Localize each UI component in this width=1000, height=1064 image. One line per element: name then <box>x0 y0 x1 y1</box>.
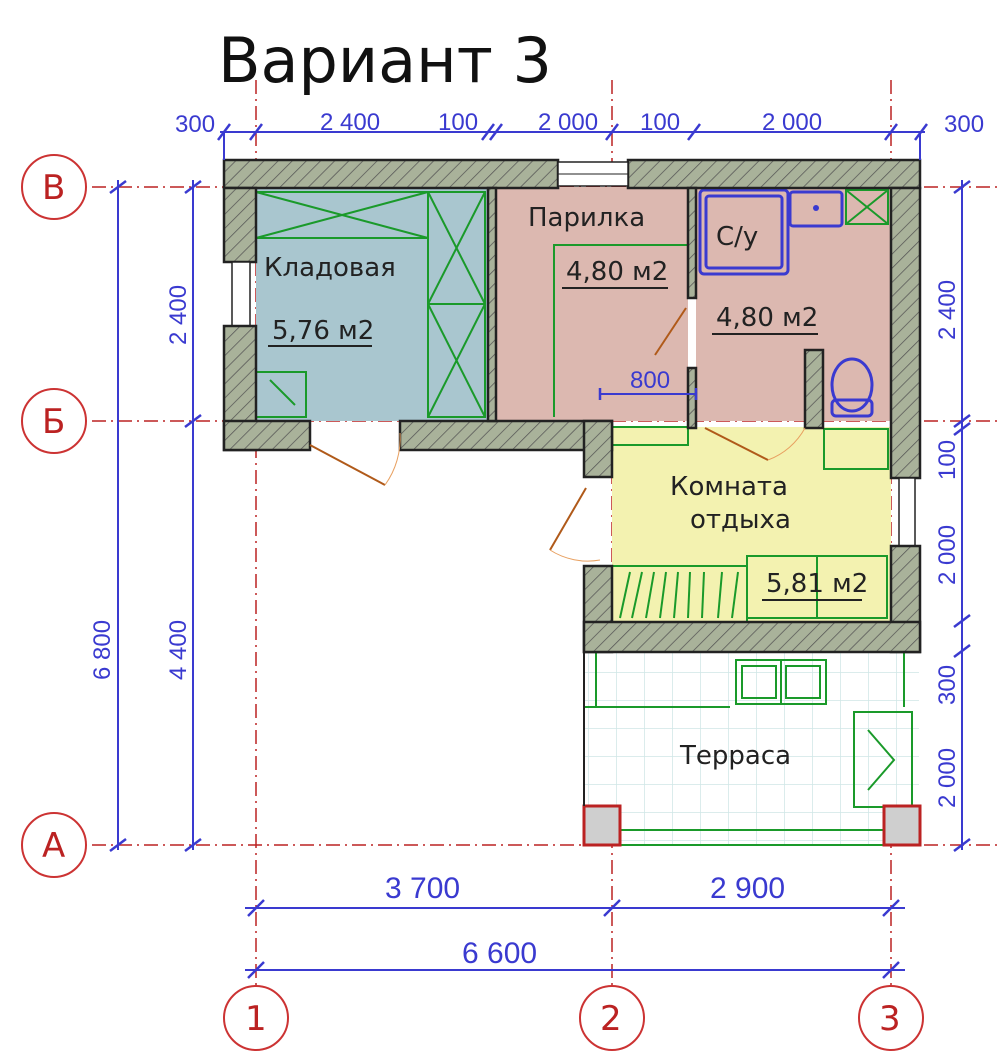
dim-left-upper: 2 400 <box>165 285 192 345</box>
axis-label-v: В <box>42 168 65 208</box>
wc-fixtures <box>698 188 889 418</box>
axis-label-b: Б <box>42 402 65 442</box>
rest-area: 5,81 м2 <box>766 569 868 599</box>
left-dimensions: 6 800 2 400 4 400 <box>89 180 202 852</box>
rest-name-line1: Комната <box>670 472 788 502</box>
dim-top-0: 300 <box>175 111 215 138</box>
axis-marker-v <box>21 154 87 220</box>
dim-left-total: 6 800 <box>89 620 116 680</box>
axis-markers: В Б А 1 2 3 <box>21 154 924 1051</box>
axis-label-3: 3 <box>879 999 901 1039</box>
storage-shelving <box>255 191 486 418</box>
room-labels: Кладовая 5,76 м2 Парилка 4,80 м2 С/у 4,8… <box>264 203 868 771</box>
dim-right-1: 100 <box>934 440 961 480</box>
steam-name: Парилка <box>528 203 645 233</box>
terrace-name: Терраса <box>679 741 791 771</box>
axis-marker-a <box>21 812 87 878</box>
terrace-column-left <box>582 804 622 847</box>
axis-marker-2 <box>579 985 645 1051</box>
storage-area: 5,76 м2 <box>272 316 374 346</box>
door-width-dim: 800 <box>598 367 698 400</box>
dim-top-6: 300 <box>944 111 984 138</box>
dim-right-2: 2 000 <box>934 525 961 585</box>
dim-top-3: 2 000 <box>538 109 598 136</box>
rest-room <box>612 427 891 622</box>
sink-icon <box>788 190 844 228</box>
wc-name: С/у <box>716 222 758 252</box>
dim-left-lower: 4 400 <box>165 620 192 680</box>
steam-room <box>494 187 688 421</box>
dim-right-4: 2 000 <box>934 748 961 808</box>
dim-top-5: 2 000 <box>762 109 822 136</box>
dim-bottom-total: 6 600 <box>462 937 537 970</box>
dim-bottom-left: 3 700 <box>385 872 460 905</box>
dim-bottom-right: 2 900 <box>710 872 785 905</box>
axis-label-1: 1 <box>245 999 267 1039</box>
plan-title: Вариант 3 <box>218 24 552 97</box>
dim-top-2: 100 <box>438 109 478 136</box>
dim-top-4: 100 <box>640 109 680 136</box>
terrace-column-right <box>882 804 922 847</box>
steam-area: 4,80 м2 <box>566 257 668 287</box>
bottom-dimensions: 3 700 2 900 6 600 <box>245 872 905 979</box>
dim-top-1: 2 400 <box>320 109 380 136</box>
toilet-icon <box>830 357 874 413</box>
top-dimensions: 300 2 400 100 2 000 100 2 000 300 <box>175 109 984 160</box>
rest-name-line2: отдыха <box>690 505 791 535</box>
storage-name: Кладовая <box>264 253 396 283</box>
dim-door-800: 800 <box>630 367 670 394</box>
dim-right-3: 300 <box>934 665 961 705</box>
axis-label-a: А <box>42 826 65 866</box>
walls <box>222 158 922 654</box>
right-dimensions: 2 400 100 2 000 300 2 000 <box>934 180 971 852</box>
shower-tray-icon <box>698 188 790 276</box>
axis-marker-b <box>21 388 87 454</box>
axis-marker-3 <box>858 985 924 1051</box>
steam-bench <box>553 244 688 417</box>
dim-right-0: 2 400 <box>934 280 961 340</box>
axis-marker-1 <box>223 985 289 1051</box>
wc-area: 4,80 м2 <box>716 303 818 333</box>
terrace <box>584 652 919 845</box>
doors <box>309 307 806 562</box>
axis-label-2: 2 <box>600 999 622 1039</box>
